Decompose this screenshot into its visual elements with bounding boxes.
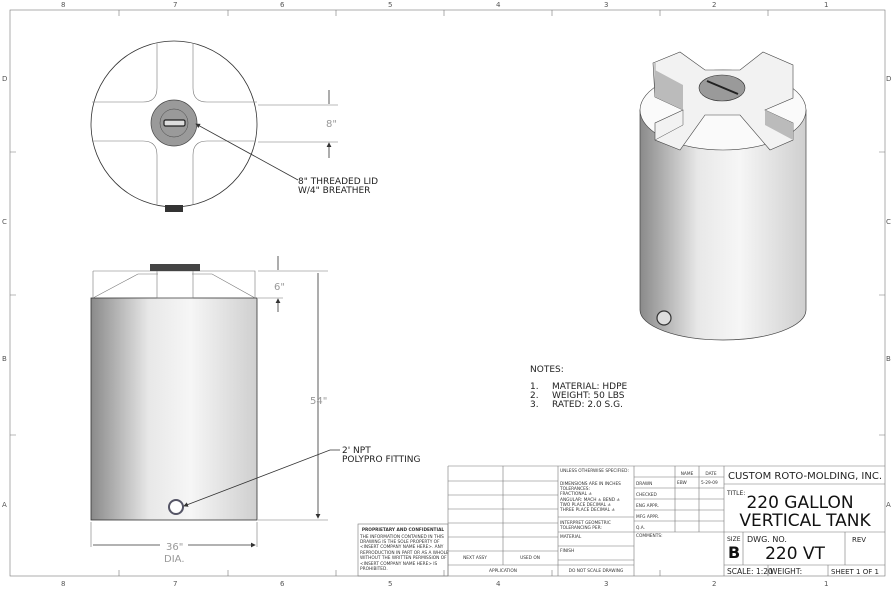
lid-icon (150, 264, 200, 271)
zone-col: 6 (280, 1, 285, 9)
zone-col: 1 (824, 1, 828, 9)
rev-label: REV (852, 536, 866, 544)
sheet-number: SHEET 1 OF 1 (831, 568, 879, 576)
zone-col: 2 (712, 580, 716, 588)
zone-col: 5 (388, 1, 392, 9)
proprietary-line: <INSERT COMPANY NAME HERE>. ANY (360, 544, 444, 550)
proprietary-heading: PROPRIETARY AND CONFIDENTIAL (362, 527, 445, 533)
notes: NOTES: 1. MATERIAL: HDPE 2. WEIGHT: 50 L… (530, 365, 628, 410)
dim-dia-line2: DIA. (164, 554, 185, 565)
zone-col: 8 (61, 1, 65, 9)
drawn-date: 5-29-09 (701, 480, 718, 486)
tolerance-line: TOLERANCES: (559, 486, 590, 492)
zone-col: 4 (496, 1, 501, 9)
proprietary-notice: PROPRIETARY AND CONFIDENTIAL THE INFORMA… (357, 523, 449, 577)
title-label: TITLE: (726, 490, 745, 497)
dwg-no-label: DWG. NO. (747, 535, 787, 544)
note-text: MATERIAL: HDPE (552, 382, 628, 392)
lid-callout-line1: 8" THREADED LID (298, 177, 378, 187)
zone-col: 7 (173, 1, 177, 9)
zone-row: C (886, 218, 891, 226)
front-view: 54" 6" 36" DIA. 2' NPT POLYPRO FITTING (90, 256, 421, 565)
note-num: 3. (530, 400, 539, 410)
title-block: UNLESS OTHERWISE SPECIFIED: DIMENSIONS A… (447, 465, 885, 576)
material-label: MATERIAL (560, 534, 582, 540)
mfg-appr-label: MFG APPR. (636, 514, 659, 520)
zone-col: 8 (61, 580, 65, 588)
eng-appr-label: ENG APPR. (636, 503, 659, 509)
note-num: 1. (530, 382, 539, 392)
dim-lid-band: 8" (326, 119, 337, 130)
fitting-callout-line2: POLYPRO FITTING (342, 455, 421, 465)
comments-label: COMMENTS: (636, 533, 663, 539)
fitting-icon (165, 205, 183, 212)
title-line2: VERTICAL TANK (739, 511, 871, 531)
title-line1: 220 GALLON (746, 493, 853, 513)
size-label: SIZE (727, 536, 741, 543)
dim-top: 6" (274, 282, 285, 293)
proprietary-line: WITHOUT THE WRITTEN PERMISSION OF (360, 555, 447, 561)
proprietary-line: PROHIBITED. (360, 566, 388, 572)
zone-row: B (886, 355, 891, 363)
next-assy-label: NEXT ASSY (463, 555, 487, 561)
note-text: RATED: 2.0 S.G. (552, 400, 623, 410)
application-label: APPLICATION (489, 568, 517, 574)
drawn-label: DRAWN (636, 481, 652, 487)
zone-col: 5 (388, 580, 392, 588)
zone-col: 6 (280, 580, 285, 588)
tolerance-line: ANGULAR: MACH ± BEND ± (560, 497, 620, 503)
interpret-label: TOLERANCING PER: (559, 525, 602, 531)
top-view: 8" 8" THREADED LID W/4" BREATHER (90, 40, 378, 212)
zone-col: 1 (824, 580, 828, 588)
zone-row: B (2, 355, 7, 363)
note-text: WEIGHT: 50 LBS (552, 391, 625, 401)
proprietary-line: DRAWING IS THE SOLE PROPERTY OF (360, 539, 440, 545)
date-header: DATE (705, 471, 716, 477)
dim-dia-line1: 36" (166, 542, 183, 553)
proprietary-line: REPRODUCTION IN PART OR AS A WHOLE (360, 550, 449, 556)
tolerance-line: TWO PLACE DECIMAL ± (559, 502, 611, 508)
tolerance-line: THREE PLACE DECIMAL ± (559, 507, 615, 513)
zone-col: 4 (496, 580, 501, 588)
finish-label: FINISH (560, 548, 574, 554)
note-num: 2. (530, 391, 539, 401)
interpret-label: INTERPRET GEOMETRIC (560, 520, 611, 526)
zone-col: 7 (173, 580, 177, 588)
dwg-no-value: 220 VT (765, 544, 825, 564)
zone-col: 3 (604, 580, 608, 588)
tolerance-line: DIMENSIONS ARE IN INCHES (560, 481, 621, 487)
fitting-icon (656, 310, 672, 326)
size-value: B (728, 543, 740, 562)
zone-row: A (2, 501, 7, 509)
proprietary-line: <INSERT COMPANY NAME HERE> IS (360, 561, 438, 567)
drawn-name: EBW (677, 480, 688, 486)
fitting-icon (168, 499, 184, 515)
zone-row: A (886, 501, 891, 509)
unless-specified: UNLESS OTHERWISE SPECIFIED: (560, 468, 629, 474)
fitting-callout-line1: 2' NPT (342, 446, 371, 456)
lid-callout-line2: W/4" BREATHER (298, 186, 370, 196)
company-name: CUSTOM ROTO-MOLDING, INC. (728, 471, 882, 482)
notes-heading: NOTES: (530, 365, 564, 375)
used-on-label: USED ON (520, 555, 540, 561)
zone-row: D (2, 75, 7, 83)
qa-label: Q.A. (636, 525, 645, 531)
zone-row: D (886, 75, 891, 83)
do-not-scale: DO NOT SCALE DRAWING (569, 568, 624, 574)
scale-value: SCALE: 1:20 (727, 567, 773, 576)
dim-height: 54" (310, 396, 327, 407)
zone-col: 2 (712, 1, 716, 9)
weight-label: WEIGHT: (770, 567, 802, 576)
proprietary-line: THE INFORMATION CONTAINED IN THIS (359, 534, 444, 540)
name-header: NAME (681, 471, 694, 477)
isometric-view (639, 51, 807, 341)
zone-row: C (2, 218, 7, 226)
checked-label: CHECKED (636, 492, 657, 498)
tolerance-line: FRACTIONAL ± (560, 491, 592, 497)
zone-col: 3 (604, 1, 608, 9)
